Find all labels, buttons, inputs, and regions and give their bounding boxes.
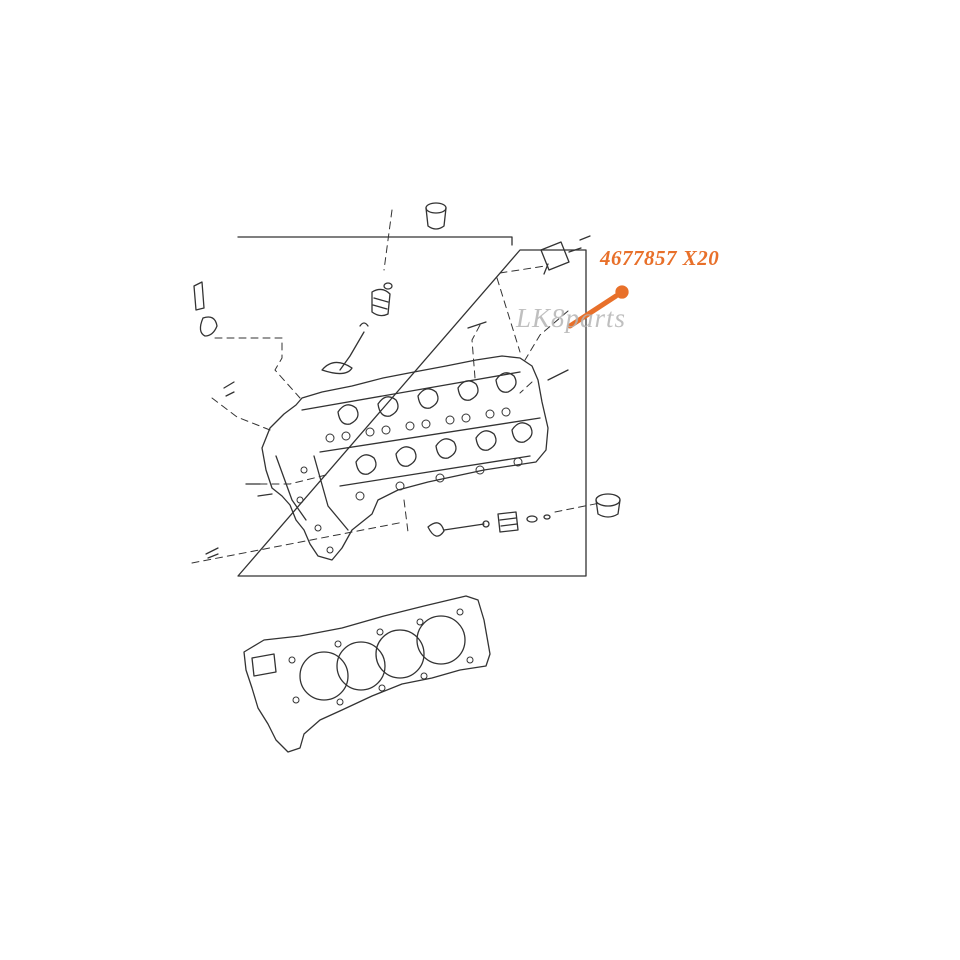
- valve-lower: [427, 511, 551, 537]
- tappet-bucket-lower: [595, 493, 621, 518]
- head-bolt-highlighted: [567, 285, 629, 329]
- assembly-frame: [237, 236, 587, 577]
- brand-watermark: LK8parts: [516, 303, 627, 333]
- leader-lines: [191, 209, 601, 564]
- small-bolts: [205, 321, 569, 559]
- head-gasket: [243, 595, 491, 753]
- tappet-bucket-top: [425, 202, 447, 230]
- bracket-bolt-left: [193, 281, 218, 337]
- valve-upper: [321, 282, 393, 375]
- part-quantity: X20: [682, 246, 720, 270]
- camshaft-sensor: [540, 235, 591, 275]
- part-number: 4677857: [600, 246, 677, 270]
- valve-holes: [296, 407, 523, 554]
- cylinder-head: [261, 355, 549, 561]
- cam-journals: [337, 372, 533, 475]
- part-number-label: 4677857 X20: [600, 246, 719, 271]
